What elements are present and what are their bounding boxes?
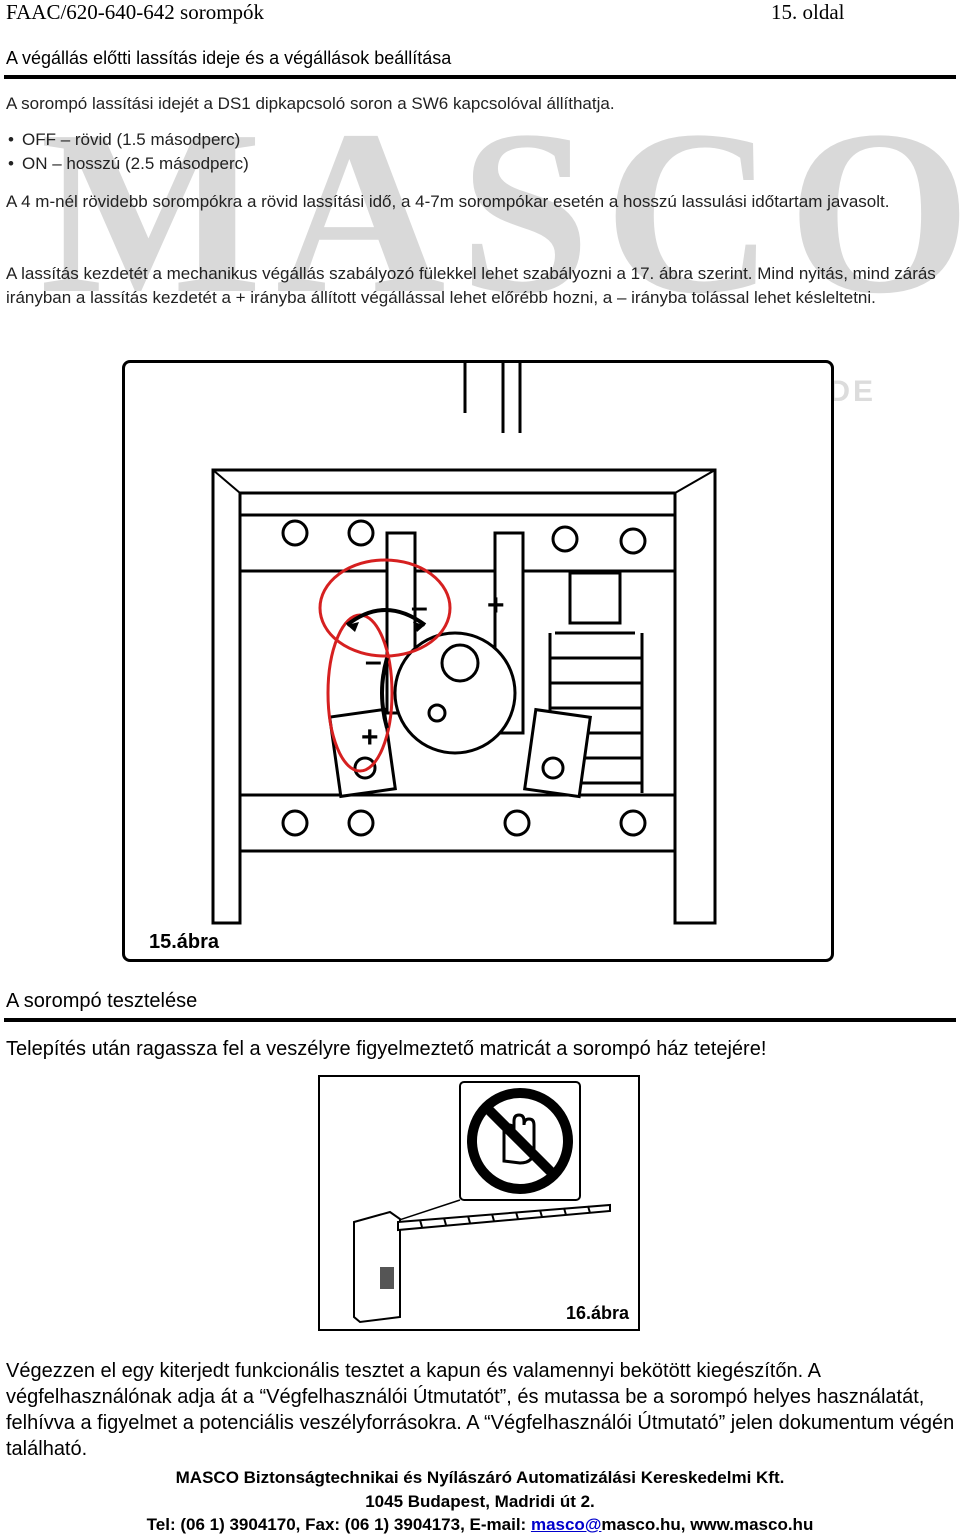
sticker-instruction: Telepítés után ragassza fel a veszélyre …	[6, 1038, 767, 1060]
page-number: 15. oldal	[771, 0, 845, 24]
footer-contact: Tel: (06 1) 3904170, Fax: (06 1) 3904173…	[0, 1515, 960, 1535]
intro-paragraph: A sorompó lassítási idejét a DS1 dipkapc…	[6, 94, 615, 113]
section-divider	[4, 75, 956, 79]
adjustment-paragraph: A lassítás kezdetét a mechanikus végállá…	[6, 264, 936, 307]
minus-label-side: –	[365, 645, 382, 678]
email-link[interactable]: masco@	[530, 1515, 602, 1534]
footer-contact-suffix: masco.hu, www.masco.hu	[601, 1515, 814, 1534]
barrier-drawing	[353, 1081, 611, 1324]
list-item: ON – hosszú (2.5 másodperc)	[6, 152, 249, 176]
plus-label-side: +	[361, 721, 379, 754]
list-item: OFF – rövid (1.5 másodperc)	[6, 128, 249, 152]
page-header: FAAC/620-640-642 sorompók 15. oldal	[6, 0, 956, 26]
footer-company: MASCO Biztonságtechnikai és Nyílászáró A…	[175, 1468, 785, 1487]
figure-16-caption: 16.ábra	[566, 1303, 630, 1323]
section-title-testing: A sorompó tesztelése	[6, 990, 198, 1012]
figure-15-mechanism: – + – + 15.ábra	[122, 360, 834, 962]
footer-address: 1045 Budapest, Madridi út 2.	[365, 1492, 595, 1511]
figure-16-barrier: 16.ábra	[318, 1075, 640, 1331]
section-divider	[4, 1018, 956, 1022]
closing-paragraph: Végezzen el egy kiterjedt funkcionális t…	[6, 1360, 955, 1460]
figure-15-caption: 15.ábra	[149, 931, 220, 953]
minus-label-top: –	[411, 591, 428, 624]
plus-label-top: +	[487, 589, 505, 622]
document-title: FAAC/620-640-642 sorompók	[6, 0, 265, 24]
mechanism-drawing	[211, 363, 717, 925]
recommendation-paragraph: A 4 m-nél rövidebb sorompókra a rövid la…	[6, 192, 890, 211]
switch-options-list: OFF – rövid (1.5 másodperc) ON – hosszú …	[6, 128, 249, 176]
footer-contact-prefix: Tel: (06 1) 3904170, Fax: (06 1) 3904173…	[146, 1515, 531, 1534]
section-title-slowdown: A végállás előtti lassítás ideje és a vé…	[6, 48, 452, 68]
